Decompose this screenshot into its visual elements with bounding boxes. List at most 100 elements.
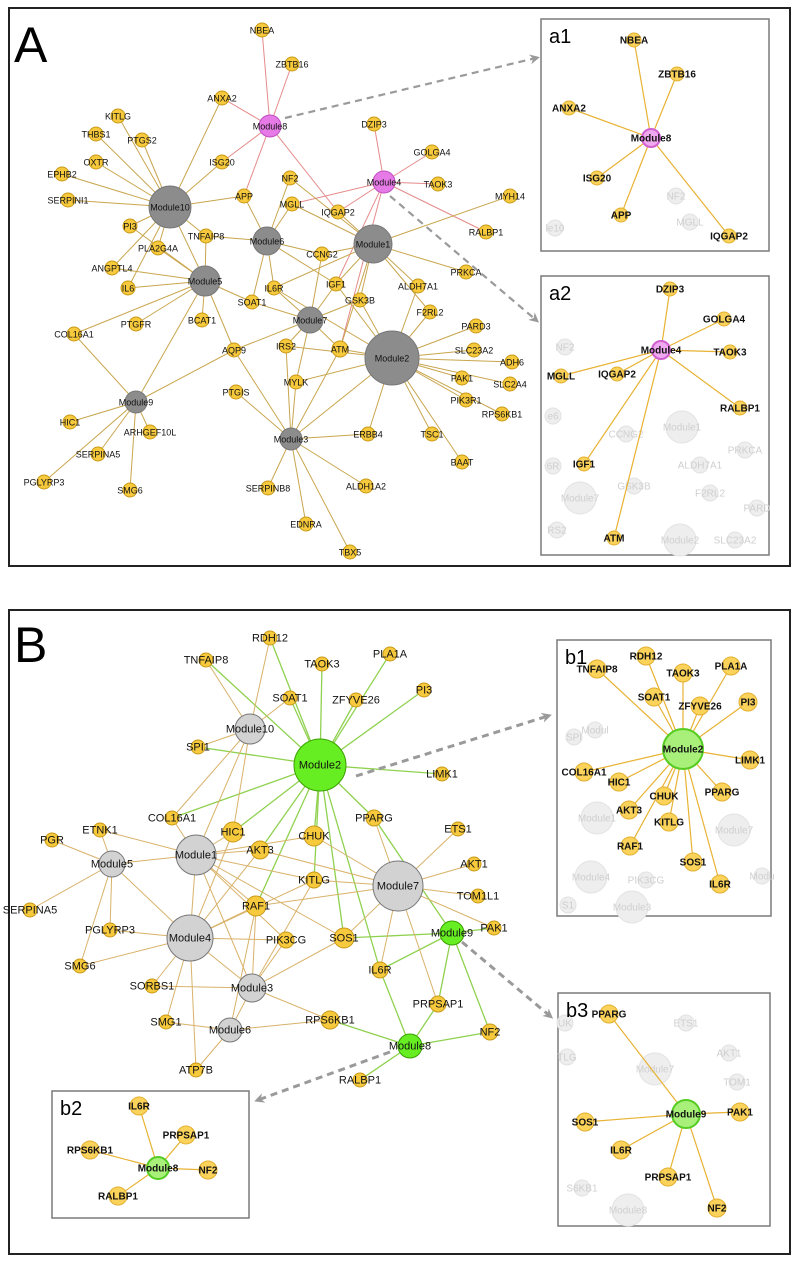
gene-node-dzip3: DZIP3 <box>361 116 387 132</box>
inset-edge-il6r <box>682 748 721 885</box>
node-label-ralbp1: RALBP1 <box>339 1075 381 1087</box>
inset-node-circle-atm <box>606 530 622 546</box>
inset-edge-nbea <box>633 39 652 139</box>
inset-node-pla1a: PLA1A <box>715 656 747 676</box>
inset-node-hic1: HIC1 <box>608 772 631 792</box>
inset-node-label-col16a1: COL16A1 <box>561 768 606 779</box>
edge-module2-il6r <box>319 764 381 971</box>
inset-arrow-b1 <box>355 713 552 778</box>
ghost-circle-module1 <box>580 801 614 835</box>
node-label-module8: Module8 <box>253 122 288 132</box>
node-circle-arhgef10l <box>142 424 158 440</box>
node-circle-serpina5 <box>90 446 106 462</box>
node-circle-tnfaip8 <box>198 228 214 244</box>
node-label-mgll: MGLL <box>280 200 305 210</box>
node-label-prkca: PRKCA <box>450 268 481 278</box>
inset-node-circle-dzip3 <box>662 281 678 297</box>
inset-node-label-soat1: SOAT1 <box>638 693 671 704</box>
node-label-serpini1: SERPINI1 <box>47 196 88 206</box>
node-label-serpinb8: SERPINB8 <box>246 484 291 494</box>
gene-node-il6r: IL6R <box>368 961 392 979</box>
edge-module3-erbb4 <box>290 433 369 440</box>
edge-module9-il6r <box>379 932 453 971</box>
inset-node-prpsap1: PRPSAP1 <box>163 1125 210 1145</box>
module-node-module2: Module2 <box>364 330 420 386</box>
gene-node-myh14: MYH14 <box>495 188 525 204</box>
inset-ghost-ccng2: CCNG2 <box>608 425 644 443</box>
node-label-baat: BAAT <box>451 458 474 468</box>
ghost-circle-nf2 <box>556 338 574 356</box>
inset-node-circle-iqgap2 <box>721 228 737 244</box>
gene-node-serpini1: SERPINI1 <box>47 192 89 208</box>
gene-node-prpsap1: PRPSAP1 <box>413 995 463 1013</box>
node-circle-spi1 <box>190 739 206 755</box>
inset-node-label-taok3: TAOK3 <box>666 669 700 680</box>
node-label-pik3cg: PIK3CG <box>266 935 306 947</box>
node-label-kitlg: KITLG <box>105 112 131 122</box>
node-circle-col16a1 <box>164 810 180 826</box>
module-node-module6: Module6 <box>250 226 285 256</box>
ghost-circle-module3 <box>615 890 649 924</box>
ghost-label-aldh7a1: ALDH7A1 <box>678 461 723 472</box>
node-circle-rps6kb1 <box>320 1010 340 1030</box>
node-circle-zfyve26 <box>348 692 364 708</box>
ghost-label-module8: Module8 <box>609 1206 648 1217</box>
gene-node-pparg: PPARG <box>355 809 393 827</box>
node-circle-pak1 <box>454 370 470 386</box>
ghost-circle-rs2 <box>548 521 566 539</box>
gene-node-golga4: GOLGA4 <box>413 144 451 160</box>
inset-node-circle-taok3 <box>722 344 738 360</box>
node-circle-tom1l1 <box>470 888 486 904</box>
gene-node-sos1: SOS1 <box>329 927 359 949</box>
inset-ghost-modu: Modu <box>749 867 775 885</box>
node-label-myh14: MYH14 <box>495 192 525 202</box>
gene-node-kitlg: KITLG <box>105 108 131 124</box>
inset-node-nbea: NBEA <box>620 32 648 48</box>
node-label-nf2: NF2 <box>480 1027 501 1039</box>
gene-node-smg6: SMG6 <box>64 958 96 974</box>
node-circle-isg20 <box>214 154 230 170</box>
inset-node-app: APP <box>611 207 632 223</box>
node-label-zfyve26: ZFYVE26 <box>332 695 380 707</box>
node-circle-kitlg <box>305 871 323 889</box>
node-label-ralbp1: RALBP1 <box>469 228 504 238</box>
inset-node-circle-rdh12 <box>636 646 656 666</box>
node-label-irs2: IRS2 <box>276 342 296 352</box>
inset-node-igf1: IGF1 <box>573 456 596 472</box>
gene-node-limk1: LIMK1 <box>426 766 458 782</box>
node-circle-rps6kb1 <box>494 406 510 422</box>
gene-node-ephb2: EPHB2 <box>47 166 77 182</box>
inset-ghost-s1: S1 <box>559 896 577 914</box>
inset-title-a1: a1 <box>549 26 571 48</box>
ghost-circle-pard <box>748 499 766 517</box>
ghost-circle-gsk3b <box>625 477 643 495</box>
node-label-pak1: PAK1 <box>480 923 507 935</box>
node-label-module5: Module5 <box>91 859 133 871</box>
node-label-aldh7a1: ALDH7A1 <box>398 282 438 292</box>
inset-center-circle <box>651 340 671 360</box>
inset-node-circle-mgll <box>553 368 569 384</box>
inset-node-il6r: IL6R <box>128 1096 151 1116</box>
panel-a-insets: NF2MGLLle10NBEAZBTB16ANXA2ISG20APPIQGAP2… <box>284 18 771 557</box>
gene-node-nf2: NF2 <box>281 170 299 186</box>
node-circle-etnk1 <box>92 822 108 838</box>
gene-node-chuk: CHUK <box>298 825 330 847</box>
edge-module6-raf1 <box>229 905 257 1031</box>
node-label-module6: Module6 <box>250 237 285 247</box>
inset-node-circle-pparg <box>712 782 732 802</box>
inset-node-label-nf2: NF2 <box>708 1204 727 1215</box>
inset-node-circle-sos1 <box>683 852 703 872</box>
gene-node-tom1l1: TOM1L1 <box>457 888 499 904</box>
node-circle-module3 <box>279 427 303 451</box>
node-label-arhgef10l: ARHGEF10L <box>124 428 177 438</box>
node-label-nbea: NBEA <box>250 26 275 36</box>
gene-node-ets1: ETS1 <box>444 821 472 837</box>
node-circle-tsc1 <box>424 426 440 442</box>
edge-module3-irs2 <box>285 345 292 440</box>
node-circle-module9 <box>439 920 465 946</box>
ghost-circle-mgll <box>681 213 699 231</box>
node-label-tsc1: TSC1 <box>420 430 443 440</box>
inset-ghost-spi: SPI <box>565 728 583 746</box>
node-label-f2rl2: F2RL2 <box>416 308 443 318</box>
ghost-label-s1: S1 <box>562 901 575 912</box>
